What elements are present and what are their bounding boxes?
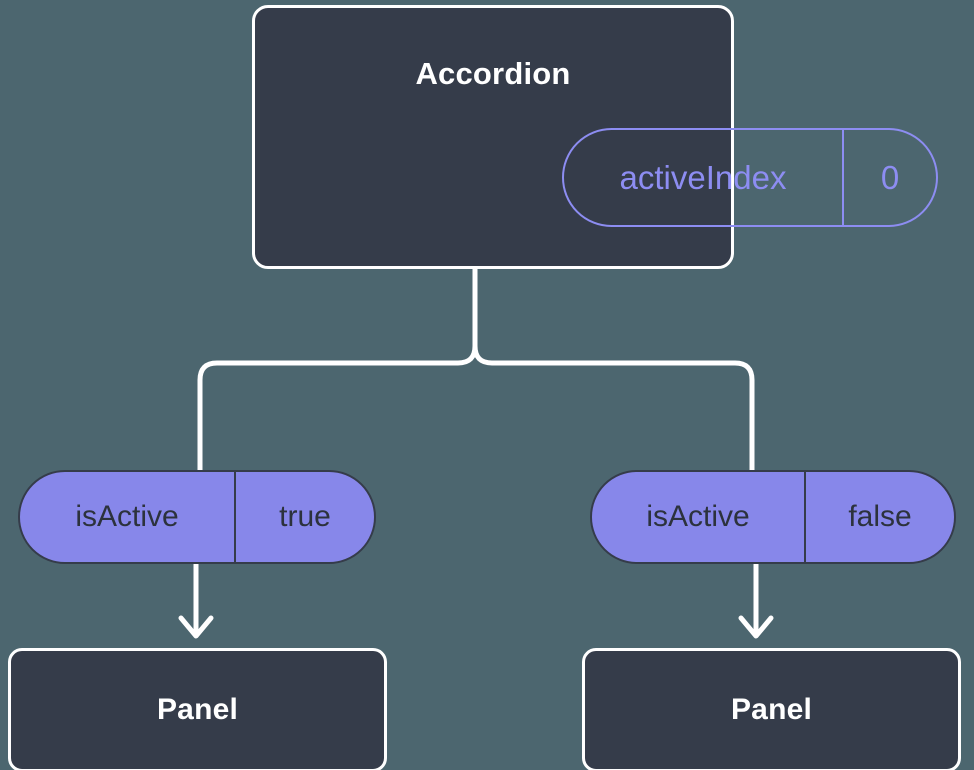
- state-pill-active-index[interactable]: activeIndex 0: [562, 128, 938, 227]
- node-panel-left[interactable]: Panel: [8, 648, 387, 770]
- prop-pill-value: false: [848, 500, 912, 533]
- prop-pill-is-active-true[interactable]: isActive true: [18, 470, 376, 564]
- node-panel-right[interactable]: Panel: [582, 648, 961, 770]
- prop-pill-is-active-false[interactable]: isActive false: [590, 470, 956, 564]
- state-pill-key: activeIndex: [564, 130, 844, 225]
- prop-pill-key: isActive: [592, 472, 806, 562]
- node-accordion[interactable]: Accordion activeIndex 0: [252, 5, 938, 269]
- arrow-head-left: [178, 615, 214, 639]
- node-accordion-title: Accordion: [415, 56, 571, 91]
- node-panel-right-title: Panel: [730, 693, 813, 726]
- connector-branch-left: [197, 343, 478, 473]
- prop-pill-value: true: [279, 500, 331, 533]
- arrow-head-right: [738, 615, 774, 639]
- connector-branch-right: [472, 343, 755, 473]
- state-pill-value: 0: [880, 159, 900, 196]
- prop-pill-key: isActive: [20, 472, 236, 562]
- node-panel-left-title: Panel: [156, 693, 239, 726]
